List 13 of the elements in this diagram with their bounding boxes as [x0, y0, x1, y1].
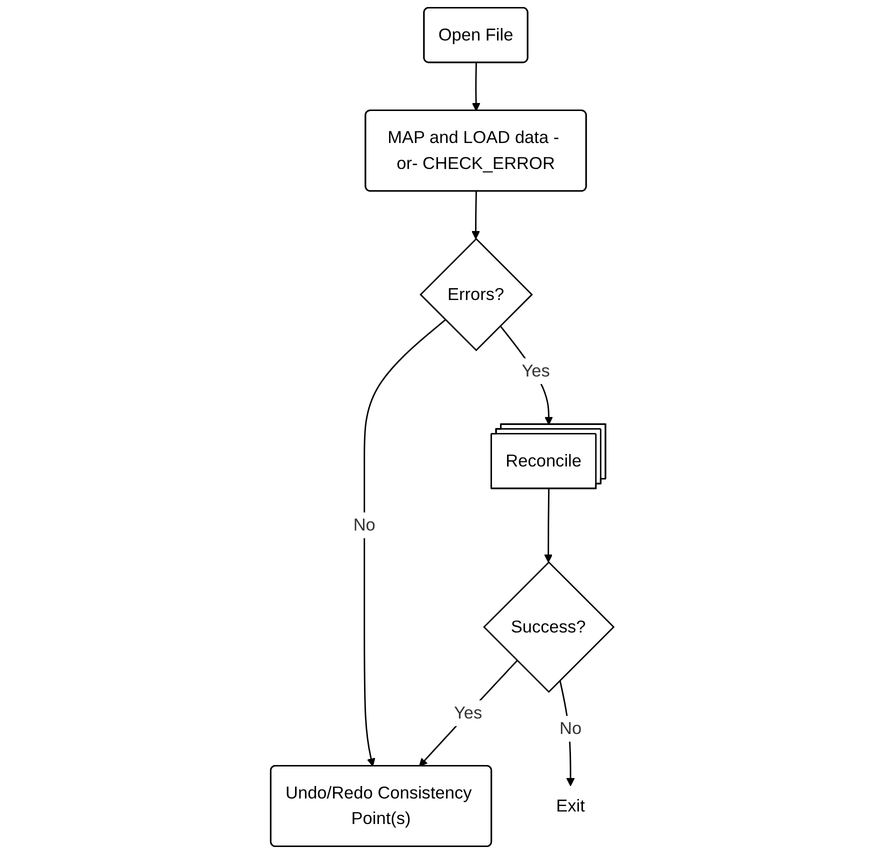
node-diamond: Success? — [483, 561, 615, 693]
edge-label: No — [560, 718, 582, 738]
arrow — [364, 319, 446, 767]
arrow — [472, 62, 481, 112]
arrow — [419, 660, 518, 767]
node-diamond: Errors? — [420, 238, 534, 352]
arrow — [500, 325, 554, 425]
edge-label: No — [354, 515, 376, 534]
edge-label: Yes — [522, 361, 550, 380]
edge-label: Yes — [454, 703, 483, 722]
node-text: Exit — [556, 796, 586, 816]
arrow — [472, 191, 480, 240]
arrow — [544, 488, 553, 563]
